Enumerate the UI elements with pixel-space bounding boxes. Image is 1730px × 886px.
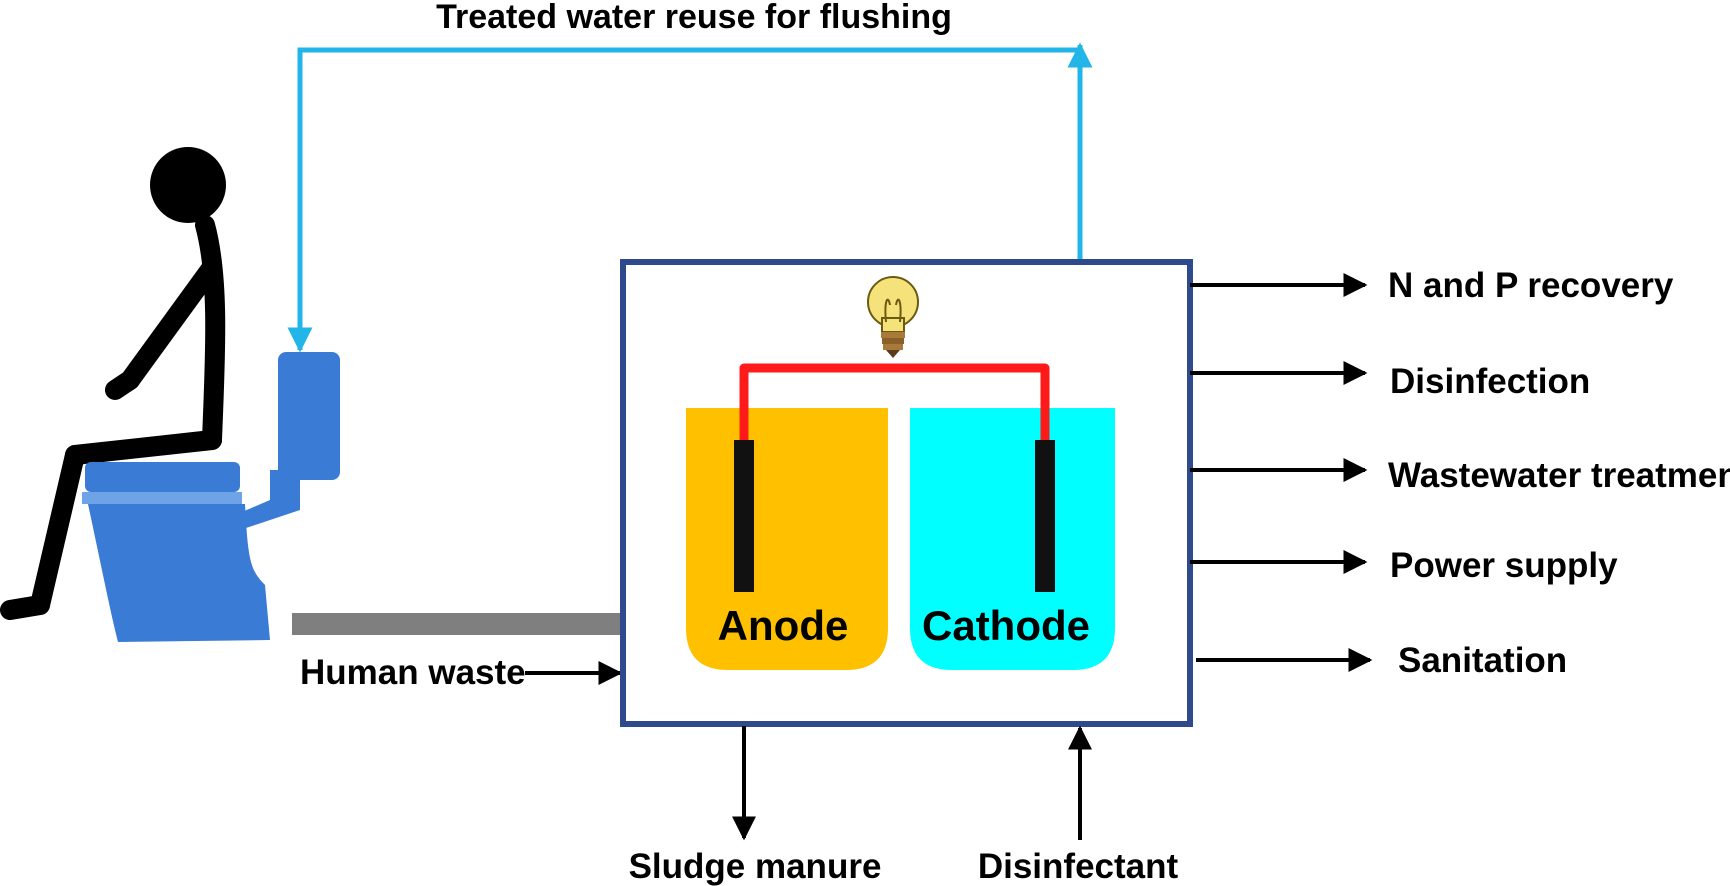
anode-electrode xyxy=(734,440,754,592)
torso xyxy=(195,215,226,450)
cathode-label: Cathode xyxy=(922,602,1090,649)
toilet-tank xyxy=(278,352,340,480)
bottom-left-label: Sludge manure xyxy=(629,847,882,886)
cathode-electrode xyxy=(1035,440,1055,592)
anode-label: Anode xyxy=(718,602,849,649)
recycle-arrow xyxy=(287,42,1093,353)
toilet xyxy=(82,352,340,642)
cathode-chamber xyxy=(910,408,1115,670)
head xyxy=(150,147,226,223)
light-bulb-icon xyxy=(867,276,919,358)
output-label-power: Power supply xyxy=(1390,546,1618,585)
external-circuit-wire xyxy=(739,363,1050,442)
upper-arm xyxy=(120,260,220,390)
shin xyxy=(30,445,85,615)
output-label-n-p: N and P recovery xyxy=(1388,266,1674,305)
toilet-rim xyxy=(82,492,242,504)
top-label: Treated water reuse for flushing xyxy=(436,0,952,36)
recycle-line xyxy=(287,47,1083,353)
input-label: Human waste xyxy=(300,653,526,692)
output-arrows xyxy=(1190,273,1373,672)
waste-pipe xyxy=(292,613,622,635)
output-label-wastewater: Wastewater treatment xyxy=(1388,456,1730,495)
thigh xyxy=(65,430,222,465)
foot xyxy=(0,595,50,620)
stick-figure-person xyxy=(0,147,226,620)
toilet-seat xyxy=(85,462,240,492)
forearm xyxy=(105,370,140,400)
output-label-sanitation: Sanitation xyxy=(1398,641,1567,680)
bottom-right-label: Disinfectant xyxy=(978,847,1179,886)
output-label-disinfection: Disinfection xyxy=(1390,362,1590,401)
toilet-tank-pipe xyxy=(235,470,300,530)
toilet-bowl xyxy=(88,504,270,642)
